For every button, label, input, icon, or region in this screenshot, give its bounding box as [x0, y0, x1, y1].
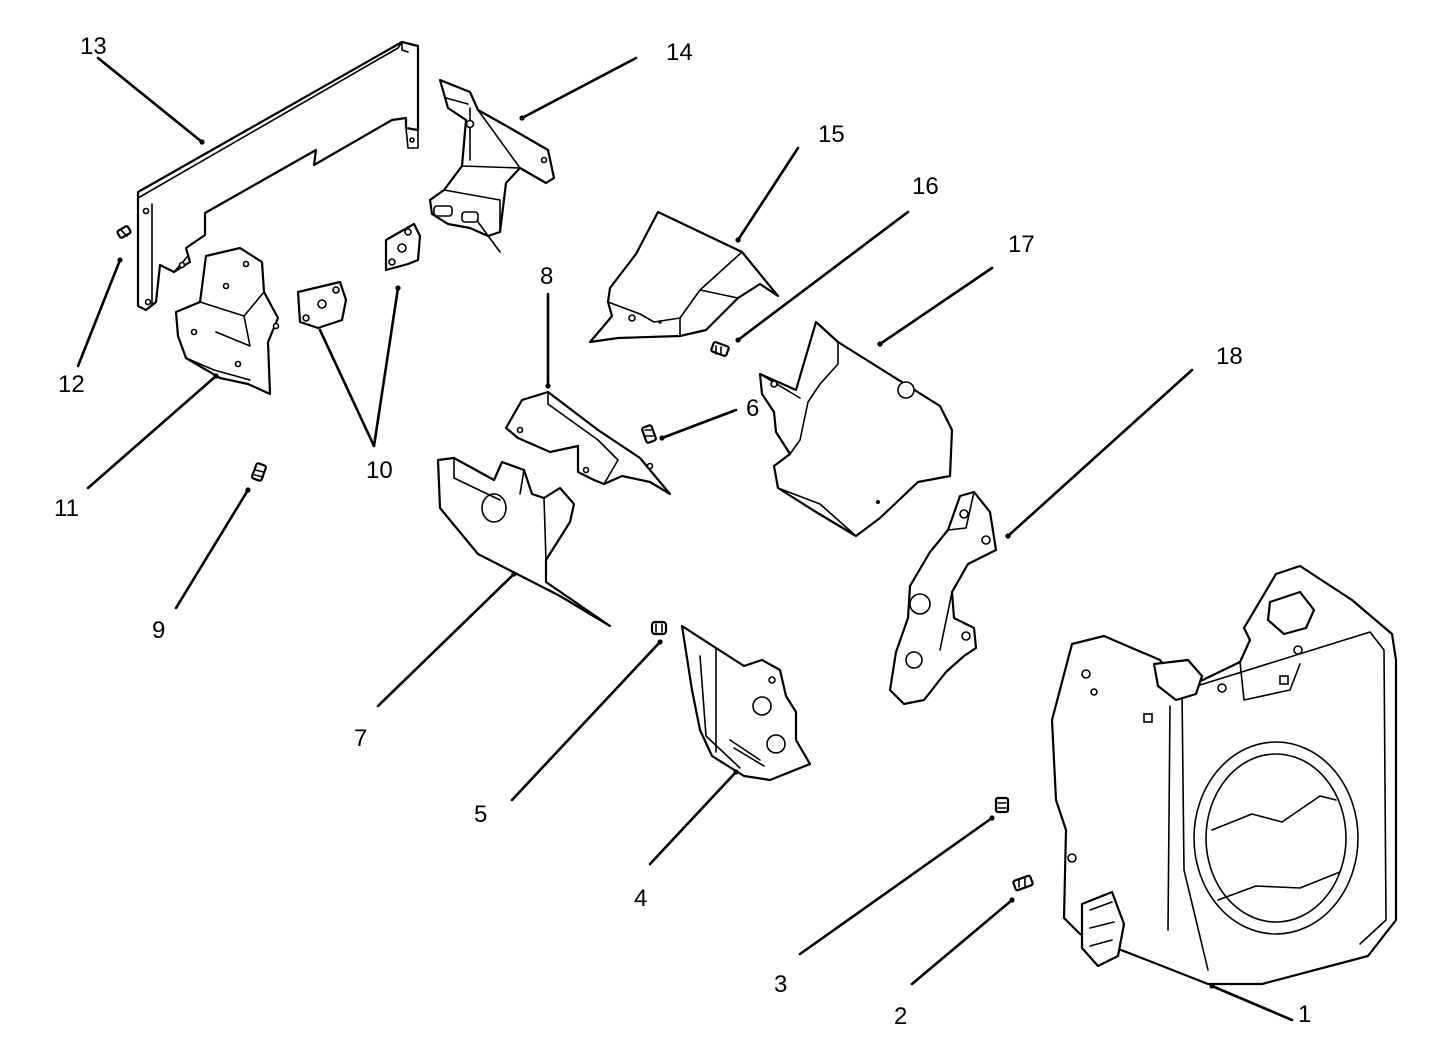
part-9-screw	[251, 462, 267, 482]
callout-13: 13	[80, 33, 107, 60]
callout-5: 5	[474, 801, 487, 828]
callout-7: 7	[354, 725, 367, 752]
leader-lines	[76, 56, 1294, 1022]
callout-2: 2	[894, 1003, 907, 1030]
callout-18: 18	[1216, 343, 1243, 370]
part-18-bracket	[888, 490, 998, 706]
part-1-blower-housing	[1050, 564, 1398, 986]
part-5-nut	[650, 620, 668, 636]
callout-6: 6	[746, 395, 759, 422]
part-3-screw	[994, 796, 1010, 814]
callout-1: 1	[1298, 1001, 1311, 1028]
part-4-bracket	[680, 624, 812, 782]
callout-11: 11	[54, 495, 79, 522]
part-12-screw	[116, 225, 132, 239]
callout-10: 10	[366, 457, 393, 484]
callout-numbers: 13 14 15 16 17 18 12 8 6 10 11 9 7 5 4 3…	[54, 33, 1311, 1030]
callout-4: 4	[634, 885, 647, 912]
part-8-bracket	[504, 390, 672, 496]
part-13-baffle	[136, 40, 420, 312]
part-15-shroud	[588, 210, 780, 344]
callout-8: 8	[540, 263, 553, 290]
callout-16: 16	[912, 173, 939, 200]
callout-12: 12	[58, 371, 85, 398]
callout-15: 15	[818, 121, 845, 148]
part-17-shroud	[758, 320, 954, 538]
part-2-screw	[1012, 874, 1034, 892]
part-14-bracket	[428, 78, 556, 253]
part-6-screw	[641, 424, 657, 444]
part-7-shroud	[436, 456, 612, 628]
callout-17: 17	[1008, 231, 1035, 258]
callout-9: 9	[152, 617, 165, 644]
part-11-bracket	[174, 246, 280, 396]
part-10-plates	[296, 222, 422, 330]
callout-14: 14	[666, 39, 693, 66]
part-16-screw	[710, 341, 730, 357]
callout-3: 3	[774, 971, 787, 998]
